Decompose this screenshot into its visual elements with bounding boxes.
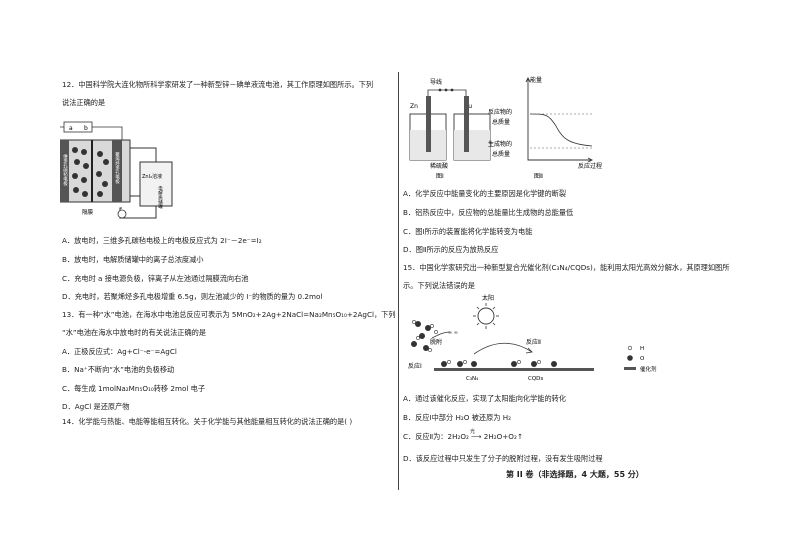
q12-option-c: C．充电时 a 接电源负极，锌离子从左池通过隔膜流向右池 [62, 274, 249, 283]
legend-catalyst: 催化剂 [640, 365, 657, 373]
section-ii-title: 第 II 卷（非选择题，4 大题，55 分） [506, 470, 644, 479]
legend-h: H [640, 346, 644, 352]
c3n4-label: C₃N₄ [466, 376, 479, 382]
q14-option-b: B．铝热反应中，反应物的总能量比生成物的总能量低 [403, 208, 574, 217]
switch-a-label: a [69, 125, 73, 132]
tank-species-label: ZnI₂溶液 [142, 173, 162, 180]
right-electrode-label: 聚烯烃多孔电极 [115, 152, 120, 185]
reactant-total-line2: 总质量 [492, 118, 510, 126]
cqds-label: CQDs [528, 376, 543, 382]
membrane-label: 隔膜 [82, 208, 94, 216]
q14-figures: 导线 Zn Cu 稀硫酸 图Ⅰ 能量 反应物的 总质量 生成物的 总质量 反应过… [409, 76, 602, 180]
left-electrode-label: 维多孔碳毡电极 [63, 153, 68, 187]
q15-option-d: D．该反应过程中只发生了分子的脱附过程，没有发生吸附过程 [403, 454, 603, 463]
q13-stem-line1: 13．有一种“水”电池，在海水中电池总反应可表示为 5MnO₂+2Ag+2NaC… [62, 310, 396, 319]
q15-option-b: B．反应Ⅰ中部分 H₂O 被还原为 H₂ [403, 413, 512, 422]
column-divider [398, 72, 399, 490]
switch-b-label: b [84, 125, 88, 132]
product-total-line1: 生成物的 [488, 140, 512, 148]
q15-option-c: C．反应Ⅱ为：2H₂O₂ ⟶ 2H₂O+O₂↑ [403, 432, 523, 441]
q14-option-c: C．图Ⅰ所示的装置能将化学能转变为电能 [403, 227, 533, 236]
q14-option-d: D．图Ⅱ所示的反应为放热反应 [403, 245, 499, 254]
q15-arrow-condition: 光 [470, 429, 476, 435]
q12-stem-line2: 说法正确的是 [62, 98, 106, 107]
q13-option-a: A．正极反应式：Ag+Cl⁻-e⁻=AgCl [62, 347, 177, 356]
react1-label: 反应Ⅰ [408, 362, 422, 370]
desorb-label: 脱附 [430, 338, 442, 346]
q12-stem-line1: 12．中国科学院大连化物所科学家研发了一种新型锌－碘单液流电池，其工作原理如图所… [62, 80, 374, 89]
tank-label: 电解质储罐 [158, 185, 163, 210]
legend-o: O [640, 356, 645, 362]
wire-label: 导线 [430, 78, 442, 86]
legend-h-marker [627, 345, 633, 351]
q12-option-b: B．放电时，电解质储罐中的离子总浓度减小 [62, 255, 204, 264]
q14-stem: 14．化学能与热能、电能等能相互转化。关于化学能与其他能量相互转化的说法正确的是… [62, 417, 353, 426]
q15-option-a: A．通过该催化反应，实现了太阳能向化学能的转化 [403, 394, 567, 403]
q14-option-a: A．化学反应中能量变化的主要原因是化学键的断裂 [403, 189, 567, 198]
energy-axis-label: 能量 [530, 76, 542, 84]
fig2-caption: 图Ⅱ [534, 173, 543, 180]
zinc-iodine-battery-figure: a b 维多孔碳毡电极 聚烯烃多孔电极 ZnI₂溶液 电解质储罐 隔膜 [60, 121, 173, 219]
fig1-caption: 图Ⅰ [436, 173, 444, 180]
react2-label: 反应Ⅱ [526, 338, 541, 346]
reactant-total-line1: 反应物的 [488, 108, 512, 116]
q13-option-d: D．AgCl 是还原产物 [62, 402, 130, 411]
sun-label: 太阳 [482, 294, 494, 302]
q15-stem-line1: 15．中国化学家研究出一种新型复合光催化剂(C₃N₄/CQDs)，能利用太阳光高… [403, 263, 730, 272]
q12-option-d: D．充电时，若聚烯烃多孔电极增重 6.5g，则左池减少的 I⁻的物质的量为 0.… [62, 292, 323, 301]
q13-option-b: B．Na⁺不断向“水”电池的负极移动 [62, 365, 175, 374]
legend-catalyst-marker [624, 367, 636, 370]
q13-option-c: C．每生成 1molNa₂Mn₅O₁₀转移 2mol 电子 [62, 384, 206, 393]
acid-label: 稀硫酸 [430, 162, 448, 170]
q15-stem-line2: 示。下列说法错误的是 [403, 281, 475, 290]
q13-stem-line2: “水”电池在海水中放电时的有关说法正确的是 [62, 328, 207, 337]
legend-o-marker [627, 355, 633, 361]
photocatalysis-figure: 太阳 脱附 ∞ ∞ 反应Ⅰ 反应Ⅱ C₃N₄ CQDs [408, 294, 657, 382]
zn-label: Zn [410, 103, 418, 110]
q12-option-a: A．放电时，三维多孔碳毡电极上的电极反应式为 2I⁻－2e⁻=I₂ [62, 236, 262, 245]
process-axis-label: 反应过程 [578, 162, 602, 170]
svg-text:∞ ∞: ∞ ∞ [448, 330, 458, 336]
product-total-line2: 总质量 [492, 150, 510, 158]
